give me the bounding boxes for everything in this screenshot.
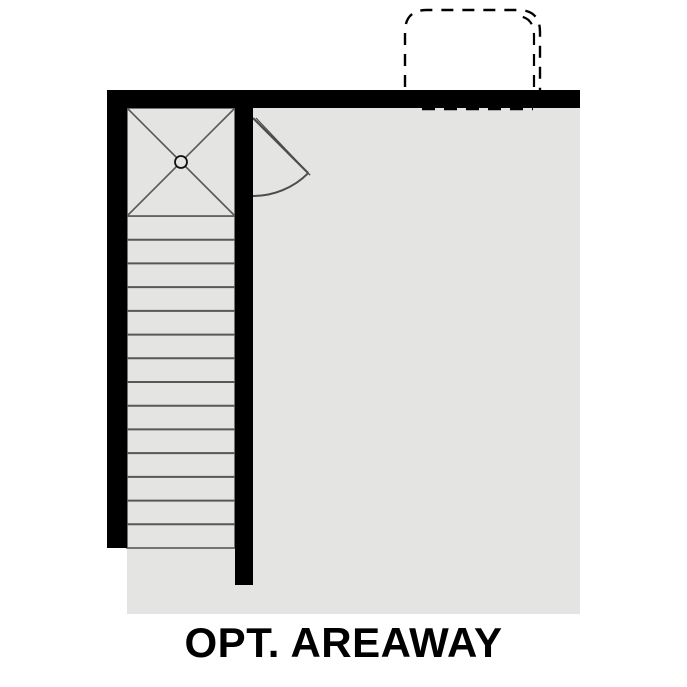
stair-landing-winder-symbol (126, 107, 236, 217)
landing-center-circle (174, 155, 188, 169)
wall-segment-top-left-of-opening (390, 90, 422, 108)
hinged-door-swing (252, 117, 311, 197)
plan-label-opt-areaway: OPT. AREAWAY (184, 619, 503, 666)
door-leaf-edge (255, 117, 311, 176)
exterior-wall-left (107, 90, 127, 548)
wall-segment-top-right-of-opening (533, 90, 580, 108)
projection-outline-dashed-inner (515, 14, 536, 108)
wall-group (107, 90, 580, 585)
door-swing-arc (252, 172, 309, 197)
stair-run (126, 215, 236, 549)
exterior-wall-top (107, 90, 580, 108)
projection-outline-dashed (403, 8, 542, 108)
interior-wall-middle-vertical (235, 108, 253, 585)
